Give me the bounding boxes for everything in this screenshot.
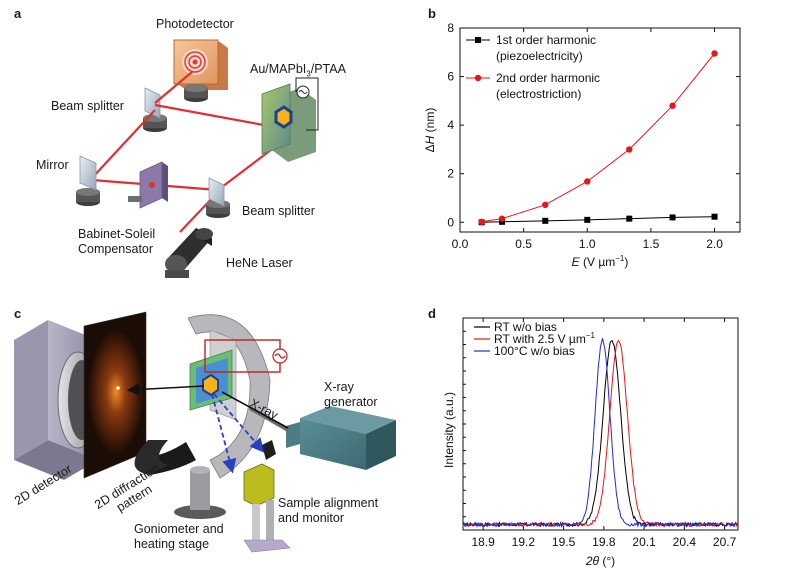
label-beam-splitter-bottom: Beam splitter bbox=[242, 204, 315, 218]
beam-splitter-bottom-illustration bbox=[206, 177, 230, 218]
chart-b-xlabel: E (V µm−1) bbox=[572, 254, 629, 269]
chart-d-legend-label: RT with 2.5 V µm−1 bbox=[494, 331, 596, 346]
chart-b-point bbox=[626, 146, 633, 153]
xray-generator-illustration bbox=[248, 406, 396, 470]
chart-b-ytick-label: 6 bbox=[447, 70, 454, 84]
chart-b-legend-label: 2nd order harmonic bbox=[496, 71, 600, 85]
label-beam-splitter-top: Beam splitter bbox=[51, 99, 124, 113]
chart-b-legend-sublabel: (electrostriction) bbox=[496, 87, 581, 101]
chart-b-ylabel-var: H bbox=[423, 135, 437, 144]
chart-d-legend-text: RT with 2.5 V µm bbox=[494, 332, 586, 346]
chart-b-legend-label: 1st order harmonic bbox=[496, 33, 596, 47]
chart-b-ytick-label: 0 bbox=[447, 215, 454, 229]
photodetector-illustration bbox=[173, 39, 228, 102]
sample-alignment-monitor-illustration bbox=[243, 440, 291, 553]
alignment-beam-1 bbox=[211, 393, 237, 474]
2d-diffraction-pattern-illustration bbox=[83, 311, 147, 479]
xray-sample-illustration bbox=[189, 349, 233, 411]
chart-d-xtick-label: 20.4 bbox=[673, 535, 697, 549]
chart-b-point bbox=[669, 214, 676, 221]
chart-d-ylabel: Intensity (a.u.) bbox=[442, 392, 456, 468]
chart-b-xlabel-var: E bbox=[572, 255, 581, 269]
bias-circuit-illustration bbox=[204, 339, 288, 373]
chart-b-ytick-label: 8 bbox=[447, 21, 454, 35]
chart-d-xtick-label: 20.7 bbox=[713, 535, 737, 549]
chart-d-legend-sup: −1 bbox=[586, 331, 596, 340]
chart-d-xlabel-var: 2θ bbox=[585, 554, 600, 568]
chart-d-legend-text: 100°C w/o bias bbox=[494, 344, 575, 358]
chart-d-legend-label: RT w/o bias bbox=[494, 320, 557, 334]
incident-xray-beam bbox=[221, 391, 289, 429]
chart-b-xtick-label: 2.0 bbox=[706, 237, 723, 251]
chart-b-xtick-label: 0.0 bbox=[452, 237, 469, 251]
chart-d-xtick-label: 19.2 bbox=[512, 535, 536, 549]
chart-d-xlabel-unit: (°) bbox=[599, 554, 615, 568]
chart-d-series-line-2 bbox=[462, 339, 739, 528]
diffracted-beam-arrow bbox=[126, 383, 205, 396]
chart-b-ylabel-unit: (nm) bbox=[423, 108, 437, 136]
chart-d-xtick-label: 19.8 bbox=[592, 535, 616, 549]
chart-d-xtick-label: 20.1 bbox=[632, 535, 656, 549]
chart-b-ytick-label: 2 bbox=[447, 167, 454, 181]
hene-laser-illustration bbox=[165, 228, 213, 278]
chart-b-xlabel-close: ) bbox=[624, 255, 628, 269]
chart-b-xtick-label: 1.5 bbox=[643, 237, 660, 251]
sample-au-mapbi3-ptaa-illustration bbox=[261, 77, 319, 162]
chart-b-xlabel-unit: (V µm bbox=[580, 255, 616, 269]
chart-b-xtick-label: 0.5 bbox=[515, 237, 532, 251]
chart-b-xlabel-sup: −1 bbox=[615, 254, 625, 263]
alignment-beam-2 bbox=[213, 393, 265, 453]
mirror-illustration bbox=[76, 155, 100, 206]
chart-d-legend-label: 100°C w/o bias bbox=[494, 344, 575, 358]
label-photodetector: Photodetector bbox=[156, 17, 234, 31]
chart-b-point bbox=[626, 215, 633, 222]
chart-b-legend-marker bbox=[474, 74, 482, 82]
chart-b-point bbox=[584, 178, 591, 185]
chart-d-series-line-1 bbox=[462, 340, 739, 528]
panel-letter-c: c bbox=[14, 306, 22, 321]
chart-d-series-line-3 bbox=[462, 338, 739, 528]
chart-b-point bbox=[542, 201, 549, 208]
chart-b-point bbox=[711, 213, 718, 220]
babinet-soleil-compensator-illustration bbox=[128, 161, 168, 209]
chart-b-series-line-1 bbox=[481, 216, 715, 223]
panel-a-illustration bbox=[76, 39, 319, 278]
chart-b-point bbox=[584, 216, 591, 223]
label-sample: Au/MAPbI3/PTAA bbox=[250, 62, 346, 79]
chart-b-xtick-label: 1.0 bbox=[579, 237, 596, 251]
chart-d: 18.9 19.2 19.5 19.8 20.1 20.4 20.7 2θ (°) Intens… bbox=[442, 317, 739, 568]
chart-b-point bbox=[542, 217, 549, 224]
panel-letter-d: d bbox=[428, 306, 436, 321]
chart-b-ytick-label: 4 bbox=[447, 118, 454, 132]
chart-b-ylabel-delta: Δ bbox=[423, 144, 437, 152]
panel-letter-b: b bbox=[428, 6, 436, 21]
chart-b-point bbox=[711, 50, 718, 57]
chart-b-point bbox=[669, 102, 676, 109]
chart-d-xtick-label: 19.5 bbox=[552, 535, 576, 549]
chart-d-xlabel: 2θ (°) bbox=[585, 554, 615, 568]
2d-detector-illustration bbox=[14, 320, 99, 480]
panel-c-illustration bbox=[14, 311, 396, 553]
chart-b-ylabel: ΔH (nm) bbox=[423, 108, 437, 153]
chart-d-xtick-label: 18.9 bbox=[471, 535, 495, 549]
chart-d-legend-text: RT w/o bias bbox=[494, 320, 557, 334]
label-mirror: Mirror bbox=[36, 158, 69, 172]
chart-b-point bbox=[498, 215, 506, 222]
chart-b-legend-marker bbox=[475, 37, 481, 43]
panel-letter-a: a bbox=[14, 6, 22, 21]
chart-b-point bbox=[478, 218, 485, 225]
chart-b-frame bbox=[459, 27, 741, 233]
chart-b-legend-sublabel: (piezoelectricity) bbox=[496, 49, 583, 63]
label-hene-laser: HeNe Laser bbox=[226, 256, 293, 270]
